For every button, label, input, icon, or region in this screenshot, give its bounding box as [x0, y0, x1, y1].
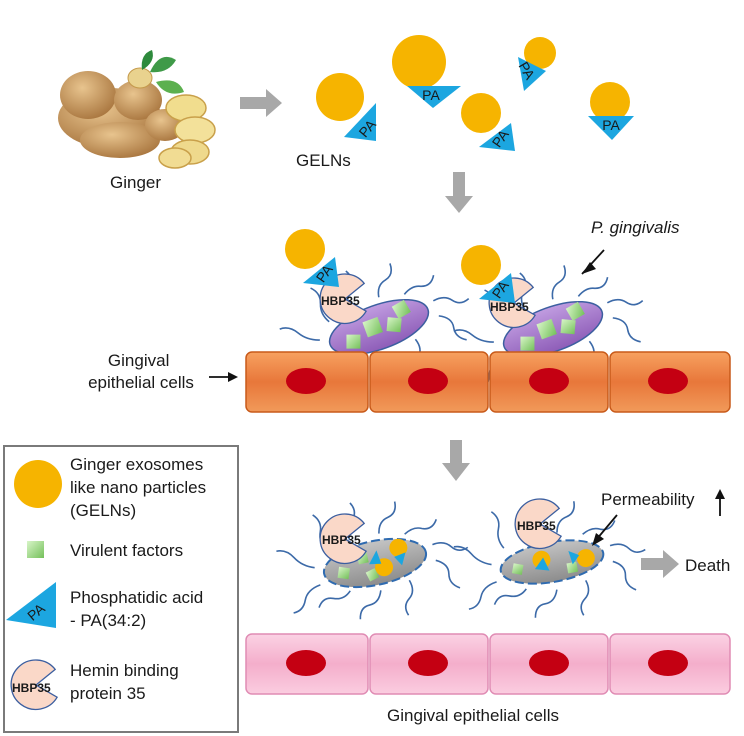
- arrow-to-gelns: [240, 89, 282, 117]
- legend-item-pa: PA Phosphatidic acid - PA(34:2): [6, 582, 208, 630]
- death-label: Death: [685, 556, 730, 575]
- permeability-label: Permeability: [601, 490, 695, 509]
- bacterium-dead-right: [447, 481, 656, 637]
- hbp35-tag: HBP35: [322, 533, 361, 547]
- gelns-group: PA PA PA PA PA: [316, 35, 634, 151]
- orange-circle-icon: [14, 460, 62, 508]
- hbp35-tag: HBP35: [321, 294, 360, 308]
- pa-tag: PA: [516, 59, 539, 83]
- arrow-down-1: [445, 172, 473, 213]
- arrow-down-2: [442, 440, 470, 481]
- legend-gelns-text: Ginger exosomes like nano particles (GEL…: [70, 455, 211, 520]
- gelns-label: GELNs: [296, 151, 351, 170]
- ginger-label: Ginger: [110, 173, 161, 192]
- permeability-up-arrow-icon: [715, 489, 725, 516]
- pa-tag: PA: [422, 87, 440, 103]
- legend-item-gelns: Ginger exosomes like nano particles (GEL…: [14, 455, 211, 520]
- bacterium-dead-left: [268, 480, 480, 641]
- bottom-cells-label: Gingival epithelial cells: [387, 706, 559, 725]
- legend: Ginger exosomes like nano particles (GEL…: [2, 445, 239, 733]
- hbp35-tag: HBP35: [12, 681, 51, 695]
- green-square-icon: [27, 541, 44, 558]
- legend-item-hbp35: HBP35 Hemin binding protein 35: [2, 651, 183, 719]
- arrow-to-death: [641, 550, 679, 578]
- gelns-pa-right: PA: [461, 245, 515, 303]
- ginger-image: [58, 50, 216, 169]
- p-gingivalis-label: P. gingivalis: [591, 218, 680, 237]
- legend-virulent-text: Virulent factors: [70, 541, 183, 560]
- legend-hbp35-text: Hemin binding protein 35: [70, 661, 183, 703]
- pa-triangle-icon: PA: [6, 582, 56, 628]
- epithelial-cells-orange: [245, 351, 731, 413]
- bacterium-live-left: [267, 233, 488, 415]
- legend-pa-text: Phosphatidic acid - PA(34:2): [70, 588, 208, 630]
- pa-tag: PA: [602, 117, 620, 133]
- epithelial-cells-pink: [245, 633, 731, 695]
- legend-item-virulent: Virulent factors: [27, 541, 183, 560]
- hbp35-tag: HBP35: [517, 519, 556, 533]
- gingival-epithelial-label: Gingival epithelial cells: [88, 351, 194, 392]
- hbp35-tag: HBP35: [490, 300, 529, 314]
- bacterium-live-right: [441, 235, 662, 417]
- gelns-pa-left: PA: [285, 229, 339, 287]
